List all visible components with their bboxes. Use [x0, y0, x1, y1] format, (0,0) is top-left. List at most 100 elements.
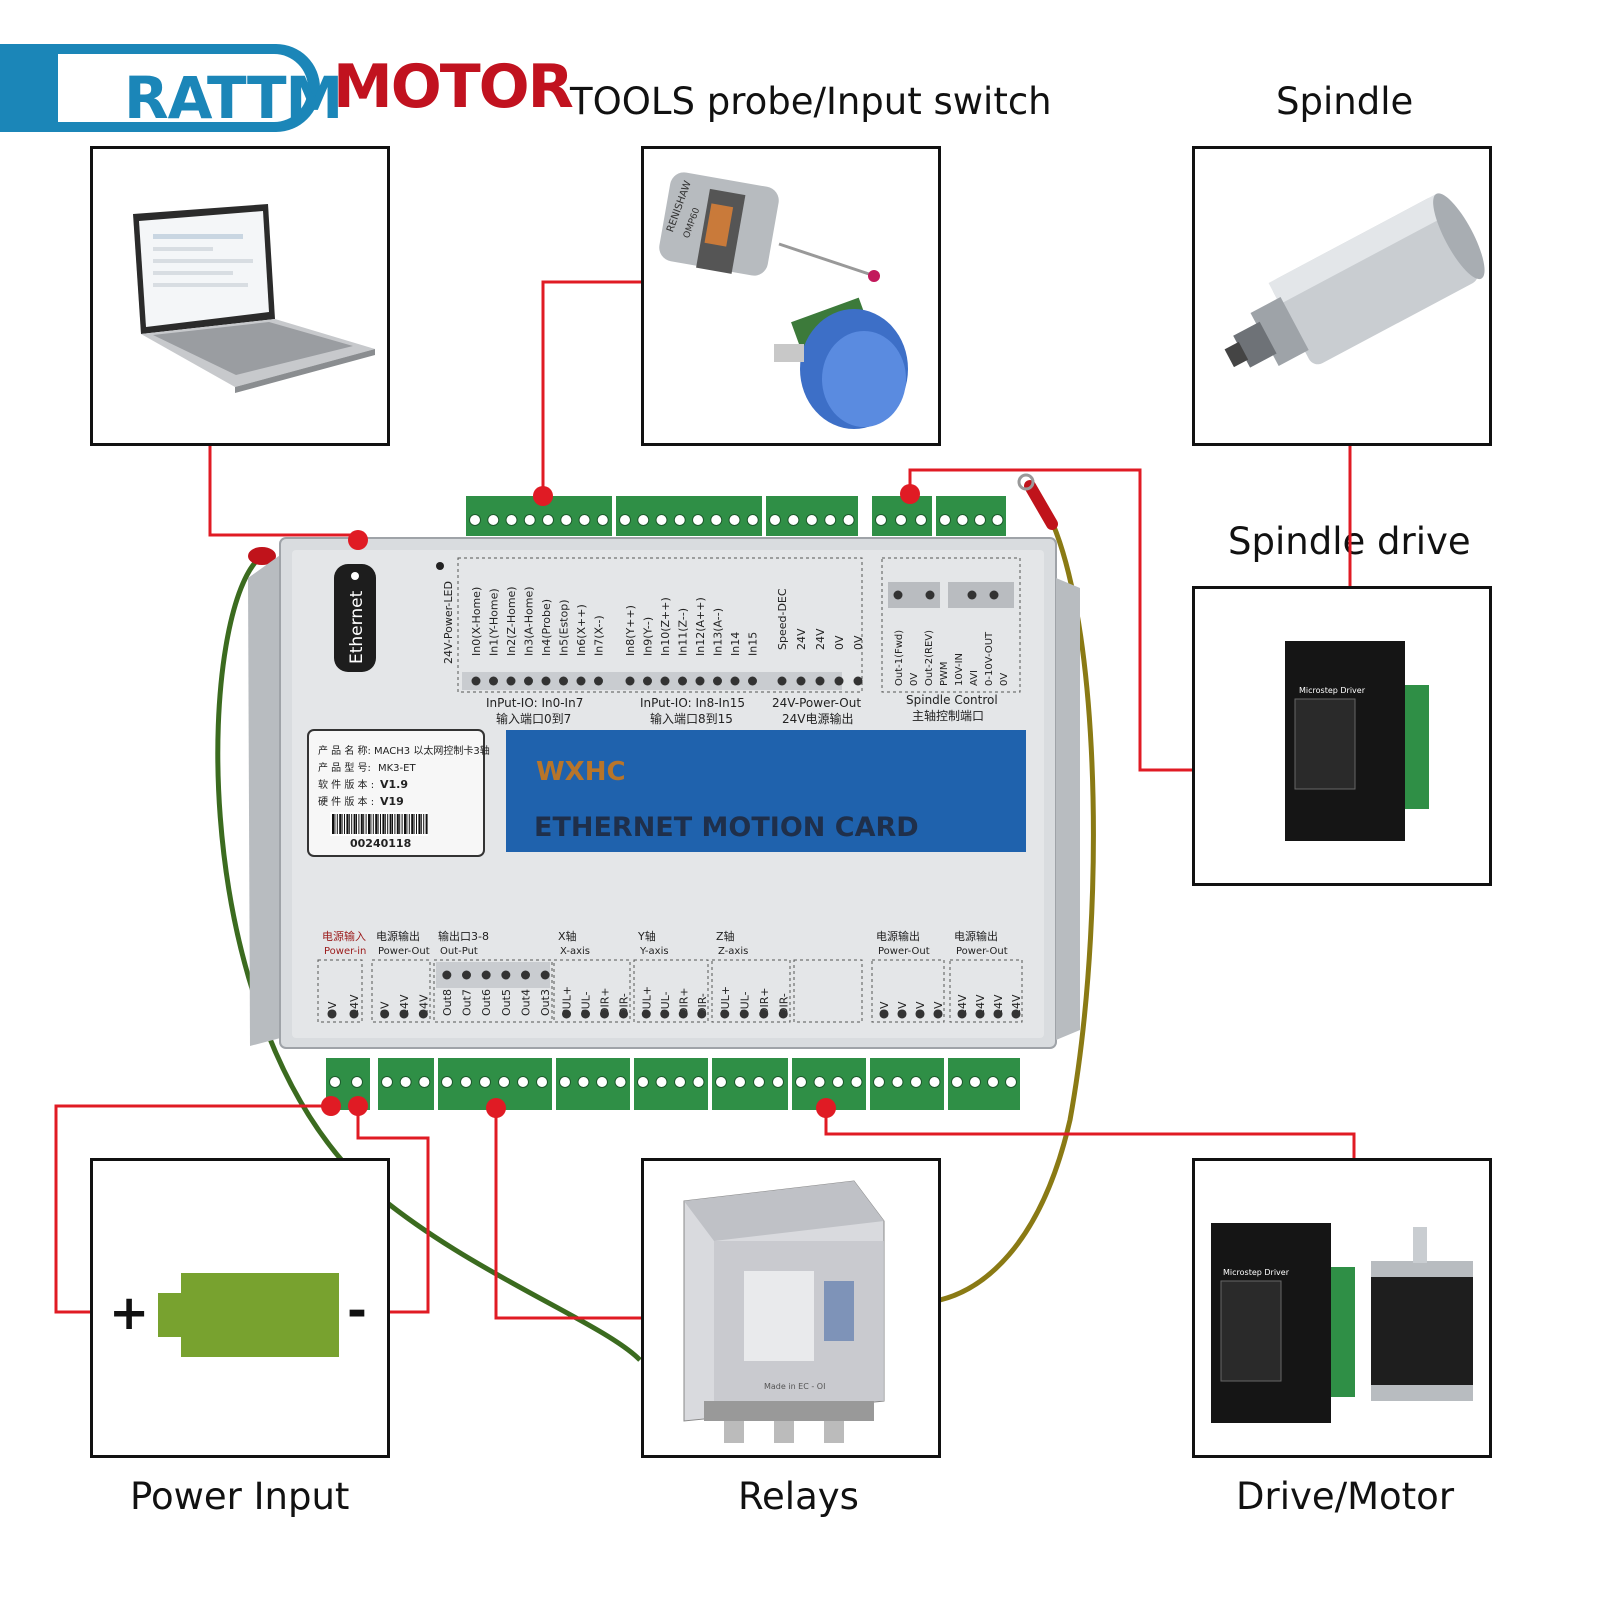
bottom-pin-label: PUL+: [719, 986, 732, 1016]
stepper-motor-icon: Microstep Driver: [1211, 1223, 1473, 1423]
barcode-bar: [380, 814, 381, 834]
pin-label: In4(Probe): [540, 599, 553, 656]
spindle-drive-title: Microstep Driver: [1299, 686, 1366, 695]
line-spindle-drive: [908, 468, 1192, 772]
pin-label: 0V: [909, 673, 920, 686]
power-minus-sign: -: [347, 1283, 367, 1339]
bottom-pin-label: Out4: [520, 989, 533, 1016]
pin-hole: [489, 676, 498, 686]
pin-label: In12(A++): [694, 597, 707, 656]
bottom-pin-hole: [327, 1009, 337, 1019]
barcode-bar: [358, 814, 360, 834]
pin-hole: [594, 676, 603, 686]
bottom-pin-label: PUL+: [561, 986, 574, 1016]
pin-hole: [925, 590, 935, 600]
board-side-right: [1056, 578, 1080, 1040]
bottom-pin-hole: [879, 1009, 889, 1019]
bottom-pin-label: DIR-: [696, 993, 709, 1016]
terminal-screw: [460, 1076, 472, 1088]
motion-card-panel: [506, 730, 1026, 852]
barcode-bar: [411, 814, 414, 834]
barcode-bar: [413, 814, 415, 834]
pin-label: In1(Y-Home): [488, 588, 501, 656]
bottom-pin-hole: [442, 970, 452, 980]
laptop-icon: [133, 204, 375, 393]
line-power-minus: [356, 1106, 430, 1314]
bottom-pin-hole: [562, 1009, 571, 1019]
bottom-box-y-axis: [633, 959, 709, 1023]
terminal-screw: [674, 1076, 686, 1088]
terminal-screw: [692, 514, 704, 526]
terminal-screw: [351, 1076, 363, 1088]
bottom-group-en: Power-Out: [956, 946, 1008, 957]
card-title: ETHERNET MOTION CARD: [534, 812, 919, 843]
label-sw-val: V1.9: [380, 778, 408, 791]
relay-icon: Made in EC - OI: [683, 1180, 885, 1443]
dot-power-minus: [348, 1096, 368, 1116]
pin-label: 0V: [852, 635, 865, 650]
pin-label: Out-1(Fwd): [894, 630, 905, 686]
group-spindle: Spindle Control: [906, 693, 998, 707]
input-pin-area: [457, 557, 863, 693]
pin-hole: [559, 676, 568, 686]
barcode-bar: [351, 814, 353, 834]
pin-hole: [967, 590, 977, 600]
pin-label: In3(A-Home): [523, 586, 536, 656]
bottom-group-cn: Y轴: [637, 929, 656, 943]
bottom-group-en: Power-Out: [878, 946, 930, 957]
barcode-bar: [344, 814, 345, 834]
barcode-bar: [389, 814, 392, 834]
terminal-screw: [728, 514, 741, 526]
terminal-screw: [813, 1076, 826, 1088]
bottom-pin-hole: [697, 1009, 707, 1019]
pin-label: In8(Y++): [624, 605, 637, 656]
bottom-group-cn: 电源输出: [954, 929, 998, 943]
bottom-outputs-strip: [436, 962, 550, 988]
barcode-bar: [418, 814, 421, 834]
group-power-out: 24V-Power-Out: [772, 696, 861, 710]
barcode-bar: [363, 814, 365, 834]
barcode-bar: [406, 814, 408, 834]
barcode-bar: [353, 814, 356, 834]
ring-terminal-right: [1024, 480, 1058, 530]
dot-spindle-drive: [900, 484, 920, 504]
bottom-pin-hole: [581, 1009, 590, 1019]
terminal-screw: [951, 1076, 963, 1088]
dot-relay: [486, 1098, 506, 1118]
label-name-val: MACH3 以太网控制卡3轴: [374, 744, 490, 757]
pin-hole: [660, 676, 670, 686]
bottom-pin-label: PUL+: [640, 986, 653, 1016]
power-led: [436, 562, 444, 570]
caption-power-input: Power Input: [130, 1475, 350, 1518]
bottom-pin-hole: [641, 1009, 651, 1019]
barcode: [332, 814, 428, 834]
bottom-pin-hole: [501, 970, 511, 980]
terminal-screw: [329, 1076, 341, 1088]
bottom-pin-label: PUL-: [659, 991, 672, 1016]
terminal-screw: [655, 1076, 668, 1088]
bottom-pin-hole: [600, 1009, 609, 1019]
bottom-pin-hole: [1011, 1009, 1021, 1019]
bottom-group-cn: 电源输入: [322, 929, 366, 943]
barcode-bar: [360, 814, 363, 834]
label-sw-key: 软 件 版 本 :: [318, 778, 374, 791]
pin-label: In6(X++): [575, 604, 588, 656]
terminal-screw: [655, 514, 668, 526]
pin-label: 10V-IN: [954, 653, 965, 686]
barcode-bar: [334, 814, 336, 834]
push-button-icon: [774, 297, 908, 429]
barcode-bar: [368, 814, 370, 834]
bottom-group-cn: 输出口3-8: [438, 929, 489, 943]
bottom-pin-hole: [521, 970, 530, 980]
bottom-pin-label: DIR+: [599, 987, 612, 1016]
dot-probe: [533, 486, 553, 506]
bottom-pin-hole: [619, 1009, 628, 1019]
terminal-screw: [928, 1076, 941, 1088]
pin-label: In9(Y--): [642, 617, 655, 656]
bottom-pin-hole: [462, 970, 471, 980]
terminal-screw: [895, 514, 907, 526]
pin-hole: [576, 676, 586, 686]
